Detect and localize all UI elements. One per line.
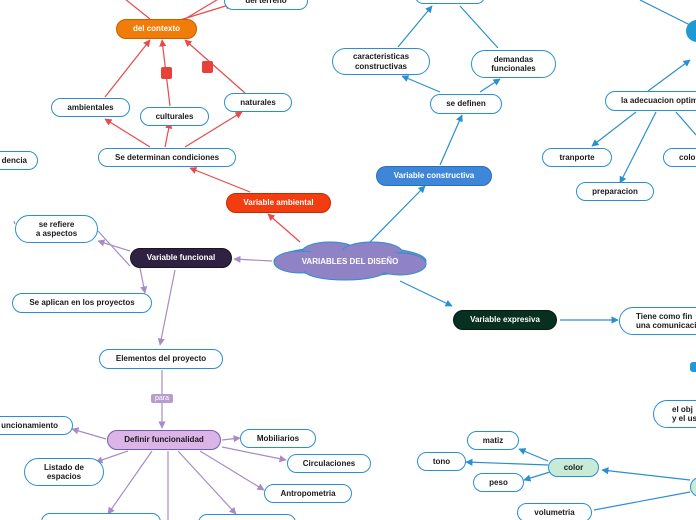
red-marker-icon	[161, 67, 172, 79]
node-demandas-funcionales[interactable]: demandas funcionales	[471, 50, 556, 78]
node-circulaciones[interactable]: Circulaciones	[287, 454, 371, 473]
ambiental-connectors	[104, 0, 301, 243]
central-cloud[interactable]	[273, 241, 427, 281]
node-elementos-del-proyecto[interactable]: Elementos del proyecto	[99, 349, 223, 369]
node-tiene-como-fin[interactable]: Tiene como fin una comunicaci	[619, 307, 696, 335]
node-se-aplican-en-los-proyectos[interactable]: Se aplican en los proyectos	[12, 293, 152, 313]
connector-label-para: para	[151, 394, 174, 403]
node-antropometria[interactable]: Antropometria	[264, 484, 352, 503]
central-topic[interactable]: VARIABLES DEL DISEÑO	[272, 242, 428, 280]
node-la-adecuacion-optima[interactable]: la adecuacion optim	[605, 91, 696, 111]
node-definir-funcionalidad[interactable]: Definir funcionalidad	[107, 430, 221, 450]
node-se-refiere-a-aspectos[interactable]: se refiere a aspectos	[15, 215, 98, 243]
node-peso[interactable]: peso	[473, 473, 524, 492]
node-mobiliarios[interactable]: Mobiliarios	[240, 429, 316, 448]
node-matiz[interactable]: matiz	[467, 431, 519, 450]
node-bottom-left-cut[interactable]	[41, 513, 161, 520]
node-volumetria[interactable]: volumetria	[517, 503, 592, 520]
node-color[interactable]: color	[548, 458, 599, 477]
node-el-objeto[interactable]: el obj y el us	[653, 400, 696, 428]
branch-variable-constructiva[interactable]: Variable constructiva	[376, 166, 492, 186]
node-listado-de-espacios[interactable]: Listado de espacios	[24, 458, 104, 486]
expresiva-connectors	[399, 280, 691, 511]
node-transporte[interactable]: tranporte	[542, 148, 612, 167]
node-colo[interactable]: colo	[663, 148, 696, 167]
constructiva-connectors	[367, 0, 696, 245]
central-topic-label: VARIABLES DEL DISEÑO	[301, 256, 399, 266]
node-naturales[interactable]: naturales	[224, 93, 292, 112]
node-funcionamiento[interactable]: uncionamiento	[0, 416, 73, 435]
node-se-determinan-condiciones[interactable]: Se determinan condiciones	[98, 148, 236, 167]
node-caracteristicas-constructivas[interactable]: caracteristicas constructivas	[332, 48, 430, 75]
branch-variable-ambiental[interactable]: Variable ambiental	[226, 193, 331, 213]
node-bottom-right-cut[interactable]	[198, 514, 296, 520]
branch-variable-funcional[interactable]: Variable funcional	[130, 248, 232, 268]
collapse-badge-icon[interactable]	[690, 362, 696, 372]
topic-dot-icon	[686, 20, 696, 42]
node-top-cut[interactable]	[415, 0, 485, 4]
red-marker-icon	[202, 61, 213, 73]
node-del-contexto[interactable]: del contexto	[116, 19, 197, 39]
node-se-definen[interactable]: se definen	[430, 94, 502, 114]
node-culturales[interactable]: culturales	[140, 107, 209, 126]
funcional-connectors	[13, 220, 287, 520]
node-preparacion[interactable]: preparacion	[576, 182, 654, 201]
node-del-terreno[interactable]: del terreno	[224, 0, 308, 10]
node-tono[interactable]: tono	[417, 452, 466, 471]
node-ambientales[interactable]: ambientales	[51, 98, 130, 117]
branch-variable-expresiva[interactable]: Variable expresiva	[453, 310, 557, 330]
node-dencia[interactable]: dencia	[0, 151, 38, 170]
